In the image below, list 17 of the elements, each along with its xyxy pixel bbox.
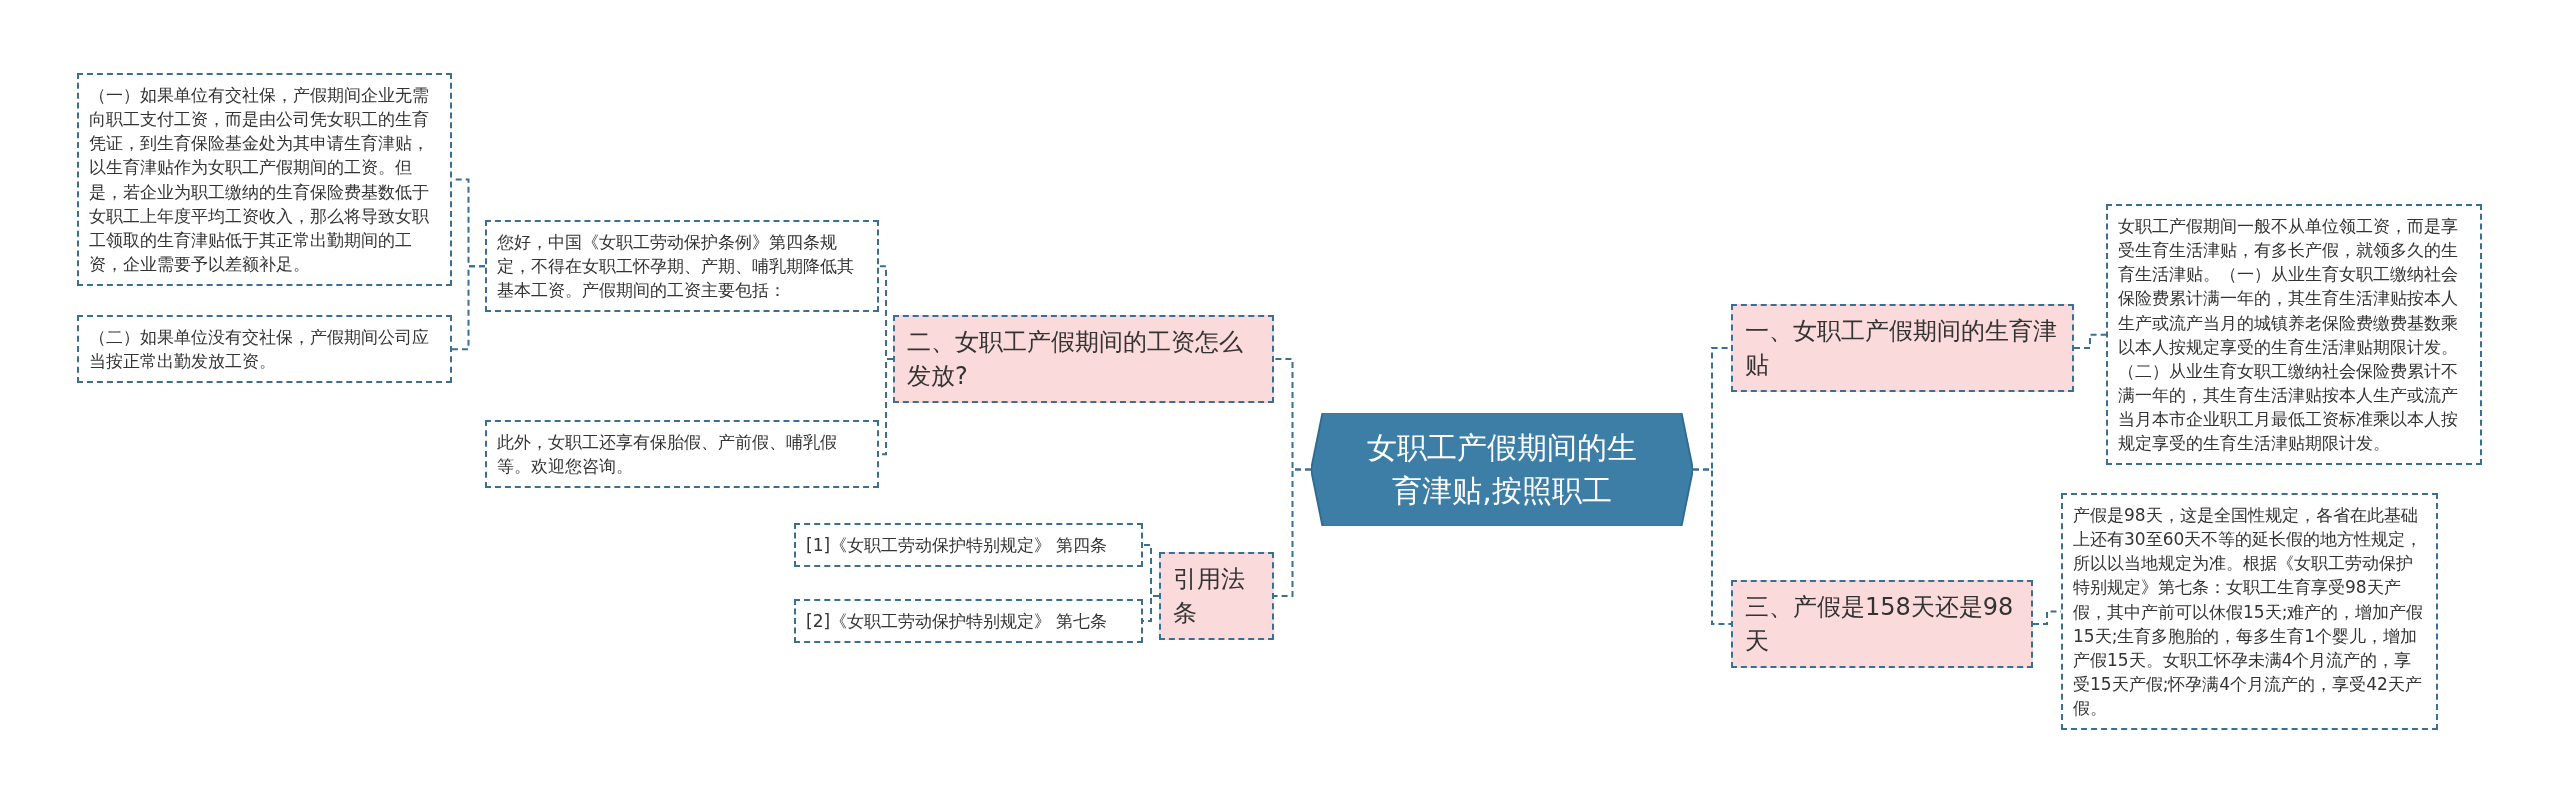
connector-line [1692,468,1732,626]
note-box: 女职工产假期间一般不从单位领工资，而是享受生育生活津贴，有多长产假，就领多久的生育生活津贴。（一）从业生育女职工缴纳社会保险费累计满一年的，其生育生活津贴按本人生产或流产当月的城镇养老保险费缴费基数乘以本人按规定享受的生育生活津贴期限计发。（二）从业生育女职工缴纳社会保险费累计不满一年的，其生育生活津贴按本人生产或流产当月本市企业职工月最低工资标准乘以本人按规定享受的生育生活津贴期限计发。 [2106,204,2482,466]
connector-line [2073,333,2107,350]
note-box: （一）如果单位有交社保，产假期间企业无需向职工支付工资，而是由公司凭女职工的生育凭证，到生育保险基金处为其申请生育津贴，以生育津贴作为女职工产假期间的工资。但是，若企业为职工缴纳的生育保险费基数低于女职工上年度平均工资收入，那么将导致女职工领取的生育津贴低于其正常出勤期间的工资，企业需要予以差额补足。 [77,73,452,286]
topic-box: 一、女职工产假期间的生育津贴 [1731,304,2074,393]
topic-box: 三、产假是158天还是98天 [1731,580,2033,669]
note-box: 您好，中国《女职工劳动保护条例》第四条规定，不得在女职工怀孕期、产期、哺乳期降低其基本工资。产假期间的工资主要包括： [485,220,879,313]
connector-line [1273,468,1312,598]
topic-box: 二、女职工产假期间的工资怎么发放? [893,315,1274,404]
note-box: [1]《女职工劳动保护特别规定》 第四条 [794,523,1143,568]
note-box: 此外，女职工还享有保胎假、产前假、哺乳假等。欢迎您咨询。 [485,420,879,489]
note-box: 产假是98天，这是全国性规定，各省在此基础上还有30至60天不等的延长假的地方性规定，所以以当地规定为准。根据《女职工劳动保护特别规定》第七条：女职工生育享受98天产假，其中产前可以休假15天;难产的，增加产假15天;生育多胞胎的，每多生育1个婴儿，增加产假15天。女职工怀孕未满4个月流产的，享受15天产假;怀孕满4个月流产的，享受42天产假。 [2061,493,2438,731]
connector-line [451,265,486,351]
note-box: （二）如果单位没有交社保，产假期间公司应当按正常出勤发放工资。 [77,315,452,384]
central-topic-hexagon: 女职工产假期间的生育津贴,按照职工 [1311,413,1693,526]
note-box: [2]《女职工劳动保护特别规定》 第七条 [794,599,1143,644]
topic-box: 引用法条 [1159,552,1274,641]
